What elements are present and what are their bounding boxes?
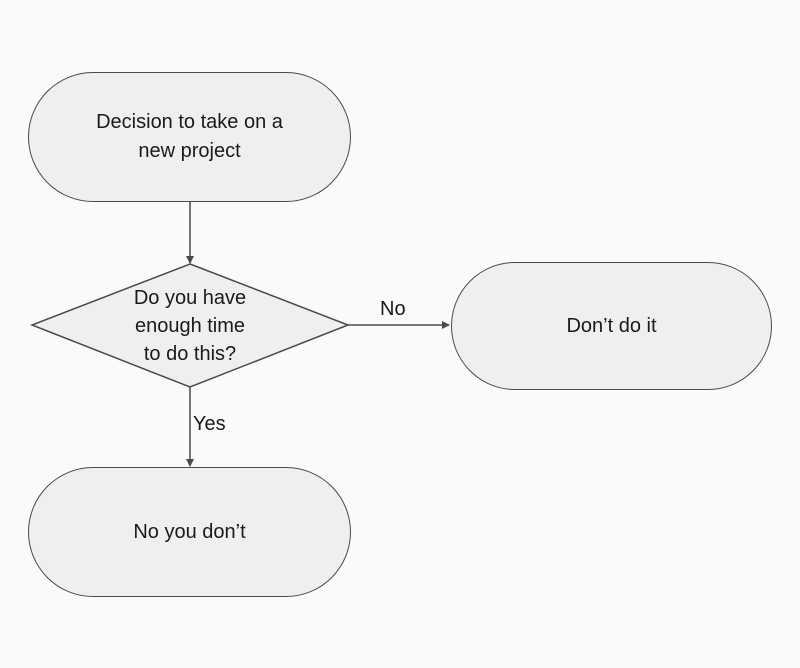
- decision-node-text: Do you have enough time to do this?: [133, 286, 247, 365]
- no-you-dont-node: No you don’t: [28, 467, 351, 597]
- start-node: Decision to take on a new project: [28, 72, 351, 202]
- edge-label-no: No: [380, 298, 406, 320]
- dont-do-it-node: Don’t do it: [451, 262, 772, 390]
- edge-label-yes: Yes: [193, 413, 226, 435]
